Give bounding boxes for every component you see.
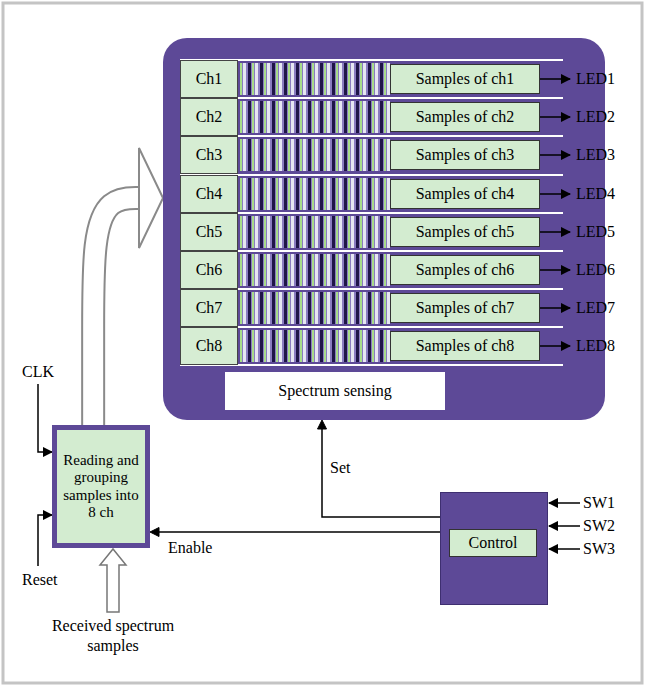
sample-stripes bbox=[240, 139, 390, 171]
channel-box: Ch7 bbox=[180, 289, 238, 327]
edge-label: Set bbox=[330, 458, 350, 478]
samples-text: Samples of ch5 bbox=[391, 218, 539, 246]
ch-text: Ch7 bbox=[181, 290, 237, 326]
connector bbox=[150, 528, 440, 537]
led-wire bbox=[540, 231, 570, 233]
samples-text: Samples of ch1 bbox=[391, 65, 539, 93]
samples-text: Samples of ch7 bbox=[391, 294, 539, 322]
samples-text: Samples of ch3 bbox=[391, 141, 539, 169]
led-label: LED4 bbox=[576, 184, 615, 204]
sample-stripes bbox=[240, 63, 390, 95]
sample-stripes bbox=[240, 178, 390, 210]
channel-box: Ch6 bbox=[180, 251, 238, 289]
samples-box: Samples of ch4 bbox=[390, 179, 540, 209]
reading-block: Reading and grouping samples into 8 ch bbox=[52, 425, 150, 548]
samples-box: Samples of ch3 bbox=[390, 140, 540, 170]
switch-wire bbox=[549, 525, 580, 527]
sample-stripes bbox=[240, 330, 390, 362]
sample-stripes bbox=[240, 216, 390, 248]
clock-wire bbox=[38, 384, 52, 452]
samples-text: Samples of ch2 bbox=[391, 103, 539, 131]
led-wire bbox=[540, 116, 570, 118]
samples-box: Samples of ch6 bbox=[390, 255, 540, 285]
samples-box: Samples of ch7 bbox=[390, 293, 540, 323]
samples-text: Samples of ch6 bbox=[391, 256, 539, 284]
led-wire bbox=[540, 269, 570, 271]
samples-box: Samples of ch5 bbox=[390, 217, 540, 247]
led-label: LED6 bbox=[576, 260, 615, 280]
led-label: LED3 bbox=[576, 145, 615, 165]
reading-text: Reading and grouping samples into 8 ch bbox=[57, 430, 145, 543]
sample-stripes bbox=[240, 292, 390, 324]
input-arrow bbox=[100, 549, 126, 612]
samples-box: Samples of ch8 bbox=[390, 331, 540, 361]
led-label: LED2 bbox=[576, 107, 615, 127]
channel-box: Ch4 bbox=[180, 175, 238, 213]
connector-line bbox=[158, 531, 440, 533]
channel-box: Ch5 bbox=[180, 213, 238, 251]
panel-text: Spectrum sensing bbox=[225, 372, 445, 410]
spectrum-sensing-panel: Spectrum sensingCh1Samples of ch1Ch2Samp… bbox=[163, 38, 605, 420]
led-wire bbox=[540, 78, 570, 80]
channel-box: Ch3 bbox=[180, 136, 238, 174]
switch-label: SW1 bbox=[583, 493, 615, 513]
ch-text: Ch3 bbox=[181, 137, 237, 173]
channel-box: Ch1 bbox=[180, 60, 238, 98]
ch-text: Ch2 bbox=[181, 99, 237, 135]
connector bbox=[318, 420, 441, 517]
hollow-arrow-body bbox=[93, 198, 141, 425]
led-label: LED5 bbox=[576, 222, 615, 242]
control-block: Control bbox=[440, 492, 548, 605]
hollow-arrow-outline bbox=[93, 198, 141, 425]
arrow-head bbox=[139, 148, 163, 248]
led-label: LED8 bbox=[576, 336, 615, 356]
frame bbox=[3, 3, 642, 683]
sample-stripes bbox=[240, 101, 390, 133]
ch-text: Ch4 bbox=[181, 176, 237, 212]
samples-box: Samples of ch1 bbox=[390, 64, 540, 94]
samples-text: Samples of ch4 bbox=[391, 180, 539, 208]
led-wire bbox=[540, 345, 570, 347]
input-label: Received spectrum samples bbox=[38, 616, 188, 656]
signal-label: Reset bbox=[22, 570, 58, 590]
arrow-head bbox=[150, 528, 159, 537]
sample-stripes bbox=[240, 254, 390, 286]
ch-text: Ch5 bbox=[181, 214, 237, 250]
led-label: LED7 bbox=[576, 298, 615, 318]
led-wire bbox=[540, 307, 570, 309]
led-wire bbox=[540, 193, 570, 195]
channel-box: Ch8 bbox=[180, 327, 238, 365]
reset-wire bbox=[38, 515, 52, 566]
edge-label: Enable bbox=[168, 538, 212, 558]
samples-box: Samples of ch2 bbox=[390, 102, 540, 132]
connector bbox=[93, 148, 163, 425]
connector-line bbox=[322, 428, 440, 517]
channel-box: Ch2 bbox=[180, 98, 238, 136]
signal-label: CLK bbox=[22, 362, 54, 382]
switch-wire bbox=[549, 548, 580, 550]
switch-wire bbox=[549, 502, 580, 504]
control-text: Control bbox=[449, 529, 537, 557]
samples-text: Samples of ch8 bbox=[391, 332, 539, 360]
switch-label: SW2 bbox=[583, 516, 615, 536]
ch-text: Ch6 bbox=[181, 252, 237, 288]
switch-label: SW3 bbox=[583, 539, 615, 559]
ch-text: Ch8 bbox=[181, 328, 237, 364]
led-label: LED1 bbox=[576, 69, 615, 89]
led-wire bbox=[540, 154, 570, 156]
arrow-head bbox=[318, 420, 327, 429]
ch-text: Ch1 bbox=[181, 61, 237, 97]
